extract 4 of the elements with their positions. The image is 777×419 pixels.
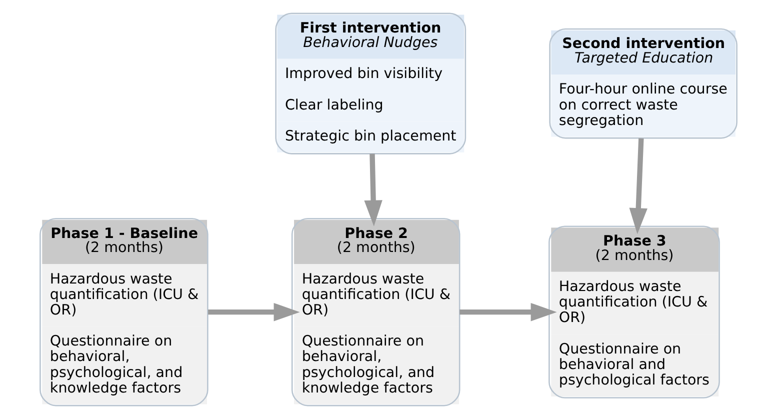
arrow — [629, 138, 648, 234]
arrow — [364, 154, 382, 226]
arrow — [208, 302, 300, 322]
arrow — [460, 302, 557, 322]
